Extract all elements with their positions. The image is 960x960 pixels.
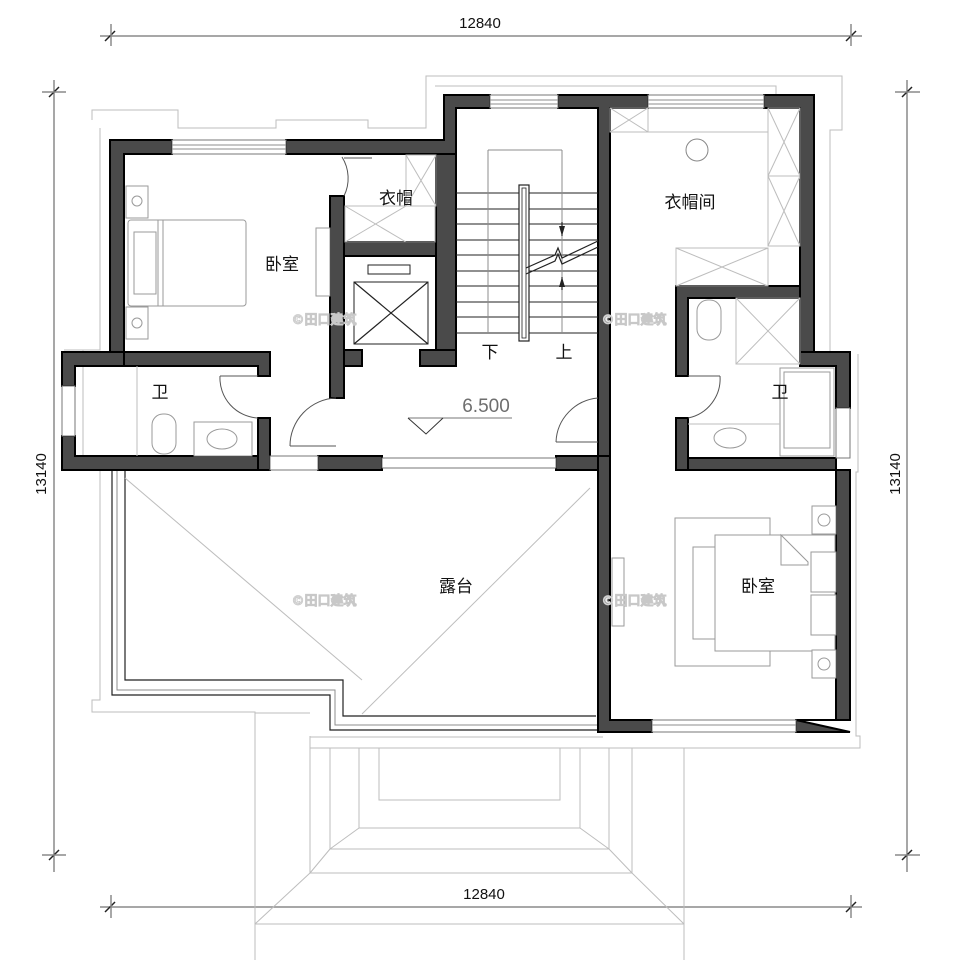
room-label-bath-right: 卫	[772, 383, 789, 403]
corridor-doors	[289, 397, 599, 447]
room-label-bedroom-left: 卧室	[265, 255, 299, 275]
cloakroom-large: 衣帽间	[609, 107, 801, 287]
dimension-top-label: 12840	[459, 15, 501, 32]
dimension-bottom: 12840	[100, 886, 862, 918]
room-label-cloakroom-small: 衣帽	[379, 189, 413, 209]
watermark: ©田口建筑	[291, 312, 356, 328]
stair-label-down: 下	[482, 343, 499, 363]
dimension-right-label: 13140	[887, 453, 904, 495]
stair-label-up: 上	[556, 343, 573, 363]
windows	[61, 94, 851, 733]
watermark: ©田口建筑	[601, 312, 666, 328]
elevation-label: 6.500	[462, 396, 510, 417]
watermark: ©田口建筑	[601, 593, 666, 609]
dimension-left: 13140	[33, 80, 66, 872]
dimension-left-label: 13140	[33, 453, 50, 495]
room-label-bath-left: 卫	[152, 383, 169, 403]
bedroom-right: 卧室	[611, 505, 837, 679]
staircase: 下 上	[456, 149, 599, 363]
room-label-cloakroom-large: 衣帽间	[665, 193, 716, 213]
dimension-bottom-label: 12840	[463, 886, 505, 903]
watermark: ©田口建筑	[291, 593, 356, 609]
room-label-terrace: 露台	[439, 577, 473, 597]
dimension-right: 13140	[887, 80, 920, 872]
bath-right: 卫	[687, 297, 835, 457]
elevation-marker: 6.500	[407, 396, 512, 435]
watermarks: ©田口建筑 ©田口建筑 ©田口建筑 ©田口建筑	[291, 312, 667, 610]
cloakroom-small: 衣帽	[341, 154, 437, 243]
bath-left: 卫	[136, 366, 259, 457]
terrace: 露台	[111, 470, 598, 731]
room-label-bedroom-right: 卧室	[741, 577, 775, 597]
elevator	[353, 264, 429, 345]
bedroom-left: 卧室	[125, 185, 331, 340]
roof-outline	[64, 75, 861, 960]
dimension-top: 12840	[100, 15, 862, 46]
